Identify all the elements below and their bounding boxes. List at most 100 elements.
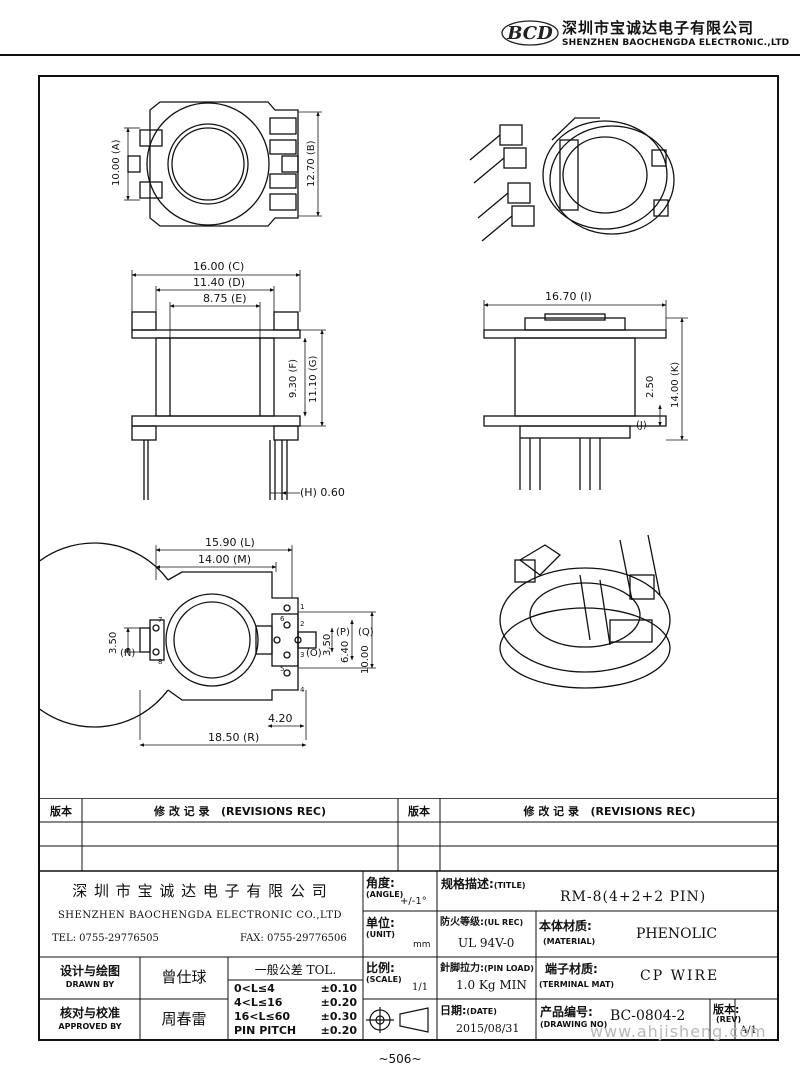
dim-J-letter: (J) xyxy=(636,420,647,431)
tb-company-en: SHENZHEN BAOCHENGDA ELECTRONIC CO.,LTD xyxy=(57,910,343,921)
tb-date-value: 2015/08/31 xyxy=(456,1022,520,1035)
dim-F-label: 9.30 (F) xyxy=(288,358,299,398)
header-company-cn: 深圳市宝诚达电子有限公司 xyxy=(562,19,755,37)
tb-rev-en: (REV) xyxy=(716,1015,742,1024)
rev-heading-right: 修 改 记 录 (REVISIONS REC) xyxy=(523,805,696,818)
dim-M-label: 14.00 (M) xyxy=(198,553,252,566)
tb-rev-label: 版本: xyxy=(713,1003,740,1016)
tb-unit-label: 单位: xyxy=(366,916,395,930)
front-dims xyxy=(131,270,326,495)
dim-B xyxy=(298,111,322,217)
bottom-dims xyxy=(124,545,376,747)
company-logo: BCD xyxy=(501,20,559,46)
tb-pinload-label: 針脚拉力:(PIN LOAD) xyxy=(440,963,534,974)
dim-C-label: 16.00 (C) xyxy=(193,260,245,273)
dim-O-letter: (O) xyxy=(306,648,322,659)
dim-R-label: 18.50 (R) xyxy=(208,731,260,744)
dim-pin-pitch-label: 4.20 xyxy=(268,712,293,725)
tol-row: 4<L≤16±0.20 xyxy=(234,996,357,1009)
title-block-grid xyxy=(38,798,779,1041)
front-view xyxy=(131,311,301,500)
tb-drawing-no-en: (DRAWING NO) xyxy=(540,1020,608,1029)
pin-number: 3 xyxy=(300,651,305,659)
tb-angle-en: (ANGLE) xyxy=(366,890,404,899)
tb-title-label: 规格描述:(TITLE) xyxy=(441,877,526,891)
tb-unit-value: mm xyxy=(413,940,431,950)
dim-P-letter: (P) xyxy=(336,627,350,638)
rev-col-label-left: 版本 xyxy=(50,805,72,818)
tb-tol-table: 0<L≤4±0.10 4<L≤16±0.20 16<L≤60±0.30 PIN … xyxy=(230,982,361,1038)
pin-number: 4 xyxy=(300,686,305,694)
dim-I-label: 16.70 (I) xyxy=(545,290,592,303)
header-rule xyxy=(0,54,800,56)
tb-tol-title: 一般公差 TOL. xyxy=(254,963,337,977)
dim-E-label: 8.75 (E) xyxy=(203,292,247,305)
dim-H-label: (H) 0.60 xyxy=(300,486,345,499)
dim-Q-value: 10.00 xyxy=(360,645,371,675)
tb-ul-value: UL 94V-0 xyxy=(458,936,515,950)
tb-company-cn: 深 圳 市 宝 诚 达 电 子 有 限 公 司 xyxy=(72,882,328,900)
drawing-frame xyxy=(38,75,779,1041)
side-view xyxy=(483,313,667,490)
dim-A-label: 10.00 (A) xyxy=(111,139,122,187)
rev-heading-left: 修 改 记 录 (REVISIONS REC) xyxy=(153,805,327,818)
tb-pinload-value: 1.0 Kg MIN xyxy=(456,978,527,992)
dim-N-value: 3.50 xyxy=(108,631,119,655)
tb-tel: TEL: 0755-29776505 xyxy=(52,933,159,944)
tol-row: PIN PITCH±0.20 xyxy=(234,1024,357,1037)
tb-date-label: 日期:(DATE) xyxy=(440,1004,497,1017)
tb-material-value: PHENOLIC xyxy=(636,926,718,942)
watermark: www.ahjisheng.com xyxy=(590,1022,767,1041)
tb-angle-label: 角度: xyxy=(366,876,395,890)
pin-number: 8 xyxy=(158,658,163,666)
side-dims xyxy=(483,300,688,441)
tb-scale-en: (SCALE) xyxy=(366,975,402,984)
dim-L-label: 15.90 (L) xyxy=(205,536,255,549)
technical-drawing xyxy=(40,101,688,747)
bottom-view xyxy=(40,542,317,728)
tb-rev-value: A/1 xyxy=(740,1025,757,1036)
tb-approved-en: APPROVED BY xyxy=(58,1022,122,1031)
tb-unit-en: (UNIT) xyxy=(366,930,395,939)
tb-approved-name: 周春雷 xyxy=(161,1010,207,1028)
tb-terminal-value: CP WIRE xyxy=(640,968,720,984)
dim-J-value: 2.50 xyxy=(645,375,656,399)
dim-P-value: 6.40 xyxy=(340,640,351,664)
pin-number: 7 xyxy=(158,616,163,624)
pin-number: 6 xyxy=(280,615,285,623)
dim-D-label: 11.40 (D) xyxy=(193,276,246,289)
tb-material-en: (MATERIAL) xyxy=(543,937,596,946)
tol-row: 16<L≤60±0.30 xyxy=(234,1010,357,1023)
tb-fax: FAX: 0755-29776506 xyxy=(240,933,347,944)
dim-A xyxy=(124,127,140,201)
projection-symbol-icon xyxy=(366,1007,429,1033)
tb-terminal-label: 端子材质: xyxy=(545,962,598,976)
dim-O-value: 3.50 xyxy=(322,633,333,657)
pin-number: 1 xyxy=(300,603,305,611)
top-view xyxy=(127,101,299,227)
tb-drawn-en: DRAWN BY xyxy=(65,980,115,989)
svg-text:BCD: BCD xyxy=(506,23,553,44)
pin-number: 5 xyxy=(280,665,285,673)
dim-Q-letter: (Q) xyxy=(358,627,374,638)
dim-B-label: 12.70 (B) xyxy=(306,140,317,188)
tb-material-label: 本体材质: xyxy=(539,919,592,933)
header-company-en: SHENZHEN BAOCHENGDA ELECTRONIC.,LTD xyxy=(562,38,790,48)
iso-view-bottom xyxy=(499,534,671,689)
dim-N-letter: (N) xyxy=(120,648,136,659)
tb-scale-label: 比例: xyxy=(366,961,395,975)
tb-drawn-name: 曾仕球 xyxy=(161,968,207,986)
dim-G-label: 11.10 (G) xyxy=(308,355,319,403)
tb-drawn-label: 设计与绘图 xyxy=(59,964,120,978)
tb-approved-label: 核对与校准 xyxy=(59,1006,120,1020)
tb-title-value: RM-8(4+2+2 PIN) xyxy=(560,889,707,905)
tb-drawing-no-value: BC-0804-2 xyxy=(610,1008,686,1024)
page-number: ~506~ xyxy=(378,1052,422,1066)
rev-col-label-right: 版本 xyxy=(408,805,430,818)
dim-K-label: 14.00 (K) xyxy=(670,361,681,409)
pin-number: 2 xyxy=(300,620,305,628)
tb-ul-label: 防火等级:(UL REC) xyxy=(440,917,524,928)
tb-scale-value: 1/1 xyxy=(412,982,429,993)
tol-row: 0<L≤4±0.10 xyxy=(234,982,357,995)
tb-terminal-en: (TERMINAL MAT) xyxy=(539,980,615,989)
